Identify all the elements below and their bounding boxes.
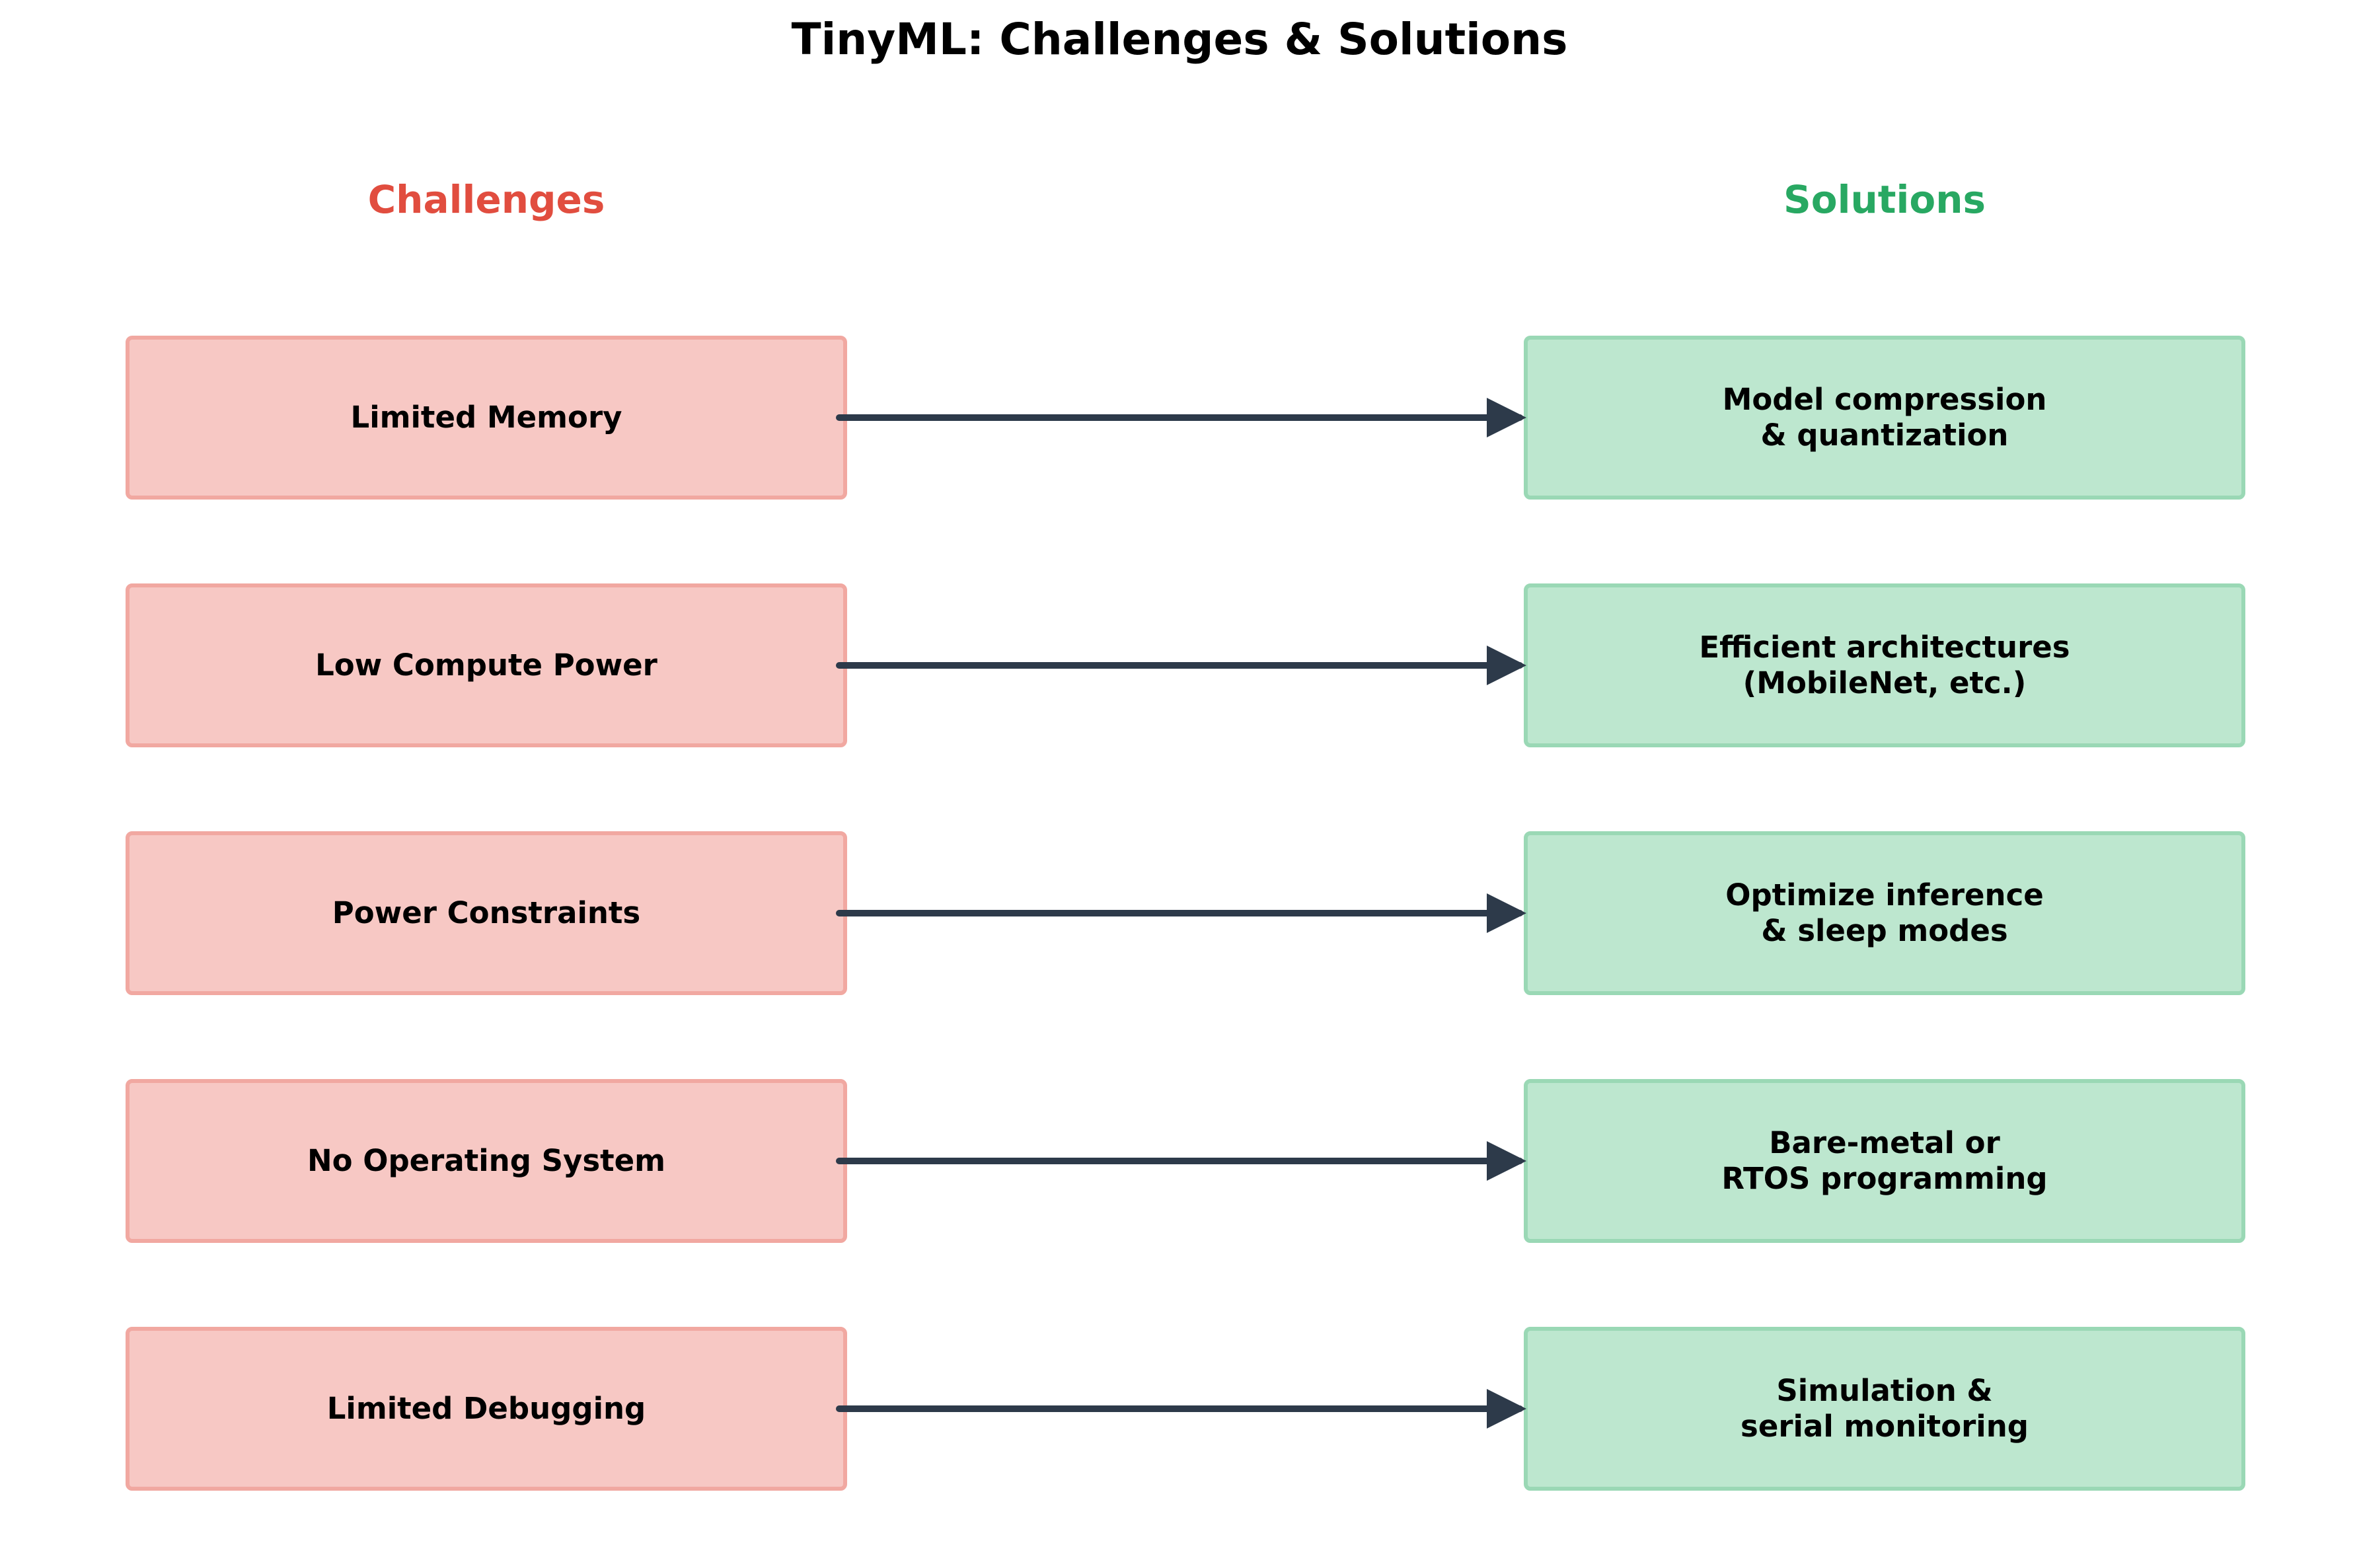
- challenge-box-power-constraints: Power Constraints: [126, 831, 847, 995]
- solution-box-model-compression: Model compression & quantization: [1524, 336, 2245, 500]
- challenge-box-limited-memory: Limited Memory: [126, 336, 847, 500]
- solution-box-simulation-serial: Simulation & serial monitoring: [1524, 1327, 2245, 1491]
- solution-box-optimize-inference: Optimize inference & sleep modes: [1524, 831, 2245, 995]
- diagram-title: TinyML: Challenges & Solutions: [791, 14, 1568, 65]
- challenge-box-limited-debugging: Limited Debugging: [126, 1327, 847, 1491]
- solution-box-efficient-architectures: Efficient architectures (MobileNet, etc.…: [1524, 583, 2245, 747]
- challenge-box-low-compute-power: Low Compute Power: [126, 583, 847, 747]
- solution-box-bare-metal-rtos: Bare-metal or RTOS programming: [1524, 1079, 2245, 1243]
- challenges-header: Challenges: [367, 177, 605, 222]
- solutions-header: Solutions: [1783, 177, 1986, 222]
- challenge-box-no-operating-system: No Operating System: [126, 1079, 847, 1243]
